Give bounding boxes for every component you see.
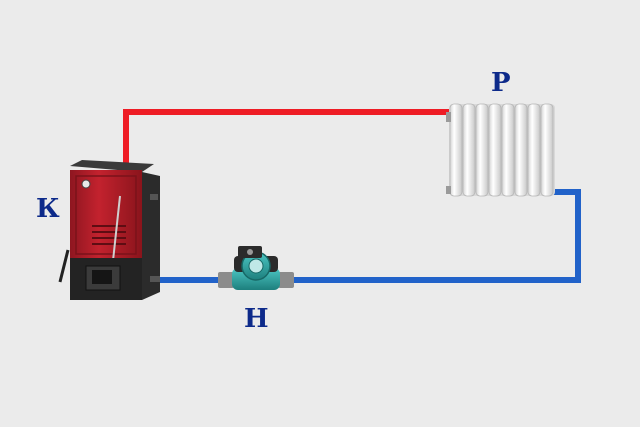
supply-pipe [123, 109, 452, 175]
pump-icon [218, 246, 294, 290]
boiler-icon [58, 160, 160, 300]
return-pipe [158, 189, 581, 283]
pump-label: Н [244, 304, 269, 334]
radiator-icon [446, 103, 555, 197]
boiler-label: К [36, 194, 60, 224]
radiator-label: Р [491, 68, 511, 98]
